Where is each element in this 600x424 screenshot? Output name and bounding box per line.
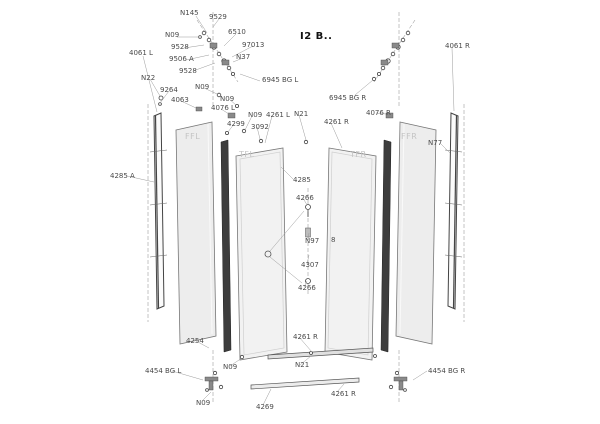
part-label-n22: N22 bbox=[141, 74, 156, 82]
part-label-4261-r-b: 4261 R bbox=[293, 333, 318, 341]
hardware-bracket-bottom-right bbox=[388, 370, 408, 392]
panel-label-tfr: TFR bbox=[350, 150, 367, 159]
panel-label-ffr: FFR bbox=[401, 132, 418, 141]
hinge-profile-left bbox=[220, 139, 232, 353]
part-label-9264: 9264 bbox=[160, 86, 178, 94]
panel-tfl-shape bbox=[235, 147, 288, 361]
part-label-4061-l: 4061 L bbox=[129, 49, 153, 57]
part-label-4076-r: 4076 R bbox=[366, 109, 391, 117]
part-label-4076-l: 4076 L bbox=[211, 104, 235, 112]
part-label-n09-a: N09 bbox=[165, 31, 180, 39]
part-label-4307: 4307 bbox=[301, 261, 319, 269]
part-label-4061-r: 4061 R bbox=[445, 42, 470, 50]
part-label-n21-a: N21 bbox=[294, 110, 309, 118]
handle-parts bbox=[264, 204, 311, 284]
part-label-3092: 3092 bbox=[251, 123, 269, 131]
part-label-n37: N37 bbox=[236, 53, 251, 61]
part-label-4254: 4254 bbox=[186, 337, 204, 345]
part-label-6945-bg-l: 6945 BG L bbox=[262, 76, 299, 84]
part-label-4285-a: 4285 A bbox=[110, 172, 135, 180]
part-label-4261-r-a: 4261 R bbox=[324, 118, 349, 126]
part-label-n21-b: N21 bbox=[295, 361, 310, 369]
hardware-cluster-top-right bbox=[371, 30, 411, 119]
part-label-4454-bg-l: 4454 BG L bbox=[145, 367, 182, 375]
hinge-profile-right bbox=[380, 139, 392, 353]
hardware-cluster-top-left bbox=[158, 30, 309, 145]
panel-ffl-shape bbox=[175, 121, 217, 345]
hardware-bracket-bottom-left bbox=[204, 351, 377, 392]
panel-ffr-shape bbox=[395, 121, 437, 345]
part-label-n97: N97 bbox=[305, 237, 320, 245]
part-label-4266-b: 4266 bbox=[298, 284, 316, 292]
part-label-mark-8: 8 bbox=[331, 236, 336, 244]
part-label-n09-d: N09 bbox=[248, 111, 263, 119]
panel-label-tfl: TFL bbox=[239, 150, 255, 159]
part-label-9528-a: 9528 bbox=[171, 43, 189, 51]
part-label-4299: 4299 bbox=[227, 120, 245, 128]
part-label-4261-r-c: 4261 R bbox=[331, 390, 356, 398]
part-label-n145: N145 bbox=[180, 9, 199, 17]
part-label-n09-f: N09 bbox=[196, 399, 211, 407]
part-label-4269: 4269 bbox=[256, 403, 274, 411]
part-label-n09-c: N09 bbox=[220, 95, 235, 103]
part-label-4266-a: 4266 bbox=[296, 194, 314, 202]
wall-profile-left bbox=[149, 112, 168, 310]
part-label-97013: 97013 bbox=[242, 41, 265, 49]
part-label-4285: 4285 bbox=[293, 176, 311, 184]
part-label-n77: N77 bbox=[428, 139, 443, 147]
diagram-title: I2 B.. bbox=[300, 31, 333, 42]
part-label-9528-b: 9528 bbox=[179, 67, 197, 75]
panel-tfr-shape bbox=[324, 147, 377, 361]
part-label-9506-a: 9506 A bbox=[169, 55, 194, 63]
bottom-rails bbox=[250, 347, 374, 390]
panel-label-ffl: FFL bbox=[185, 132, 201, 141]
part-label-4261-l: 4261 L bbox=[266, 111, 290, 119]
wall-profile-right bbox=[444, 112, 463, 310]
leader-lines bbox=[126, 15, 455, 406]
part-label-4063: 4063 bbox=[171, 96, 189, 104]
part-label-6510: 6510 bbox=[228, 28, 246, 36]
part-label-6945-bg-r: 6945 BG R bbox=[329, 94, 367, 102]
part-label-n09-b: N09 bbox=[195, 83, 210, 91]
part-label-4454-bg-r: 4454 BG R bbox=[428, 367, 466, 375]
part-label-n09-e: N09 bbox=[223, 363, 238, 371]
part-label-9529: 9529 bbox=[209, 13, 227, 21]
